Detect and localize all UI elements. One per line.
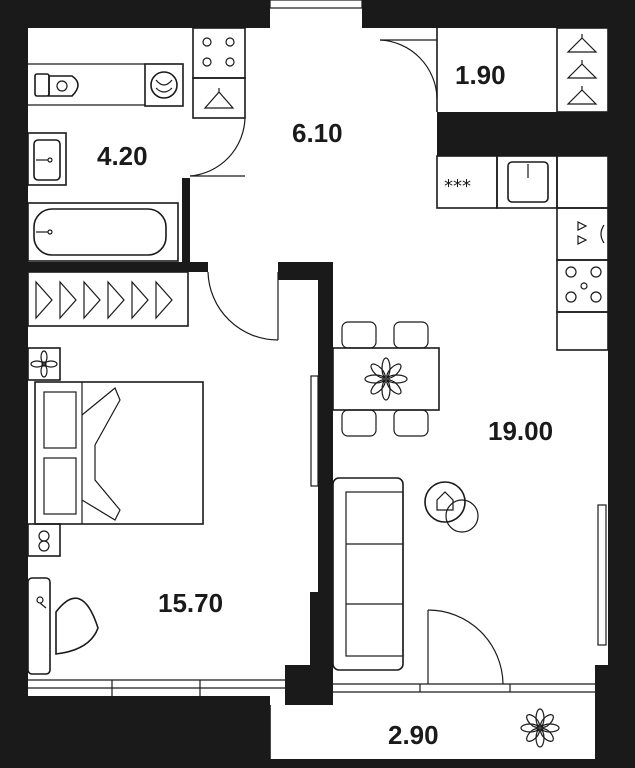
dining-table-icon	[332, 321, 440, 437]
room-area-balcony: 2.90	[388, 720, 439, 750]
hanger-icon	[35, 280, 173, 320]
sink-icon	[27, 132, 67, 186]
room-area-kitchen-living: 19.00	[488, 416, 553, 446]
wardrobe: 1.90	[436, 27, 609, 113]
chair-icon	[341, 321, 429, 437]
stove-icon	[556, 259, 609, 313]
hanger-icon	[566, 34, 598, 105]
hallway: 6.10	[189, 27, 438, 177]
kitchen-living: ***	[332, 155, 609, 685]
sink-icon	[496, 155, 558, 209]
armchair-icon	[424, 481, 479, 533]
bedroom: 15.70	[27, 271, 279, 675]
flower-icon	[30, 350, 58, 378]
hanger-icon	[192, 77, 246, 119]
windows	[28, 0, 607, 696]
svg-text:***: ***	[444, 176, 471, 197]
sofa-icon	[332, 477, 404, 671]
room-area-bedroom: 15.70	[158, 588, 223, 618]
plant-icon	[27, 577, 99, 675]
toilet-icon	[34, 73, 79, 97]
washing-machine-icon	[144, 63, 184, 107]
stove-icon	[192, 27, 246, 79]
balcony: 2.90	[269, 705, 560, 768]
bed-icon	[34, 381, 204, 525]
flower-icon	[364, 357, 408, 401]
room-area-hallway: 6.10	[292, 118, 343, 148]
bathroom: 4.20	[27, 63, 184, 262]
room-area-wardrobe: 1.90	[455, 60, 506, 90]
flower-icon	[520, 708, 560, 748]
bathtub-icon	[27, 202, 179, 262]
room-area-bathroom: 4.20	[97, 141, 148, 171]
